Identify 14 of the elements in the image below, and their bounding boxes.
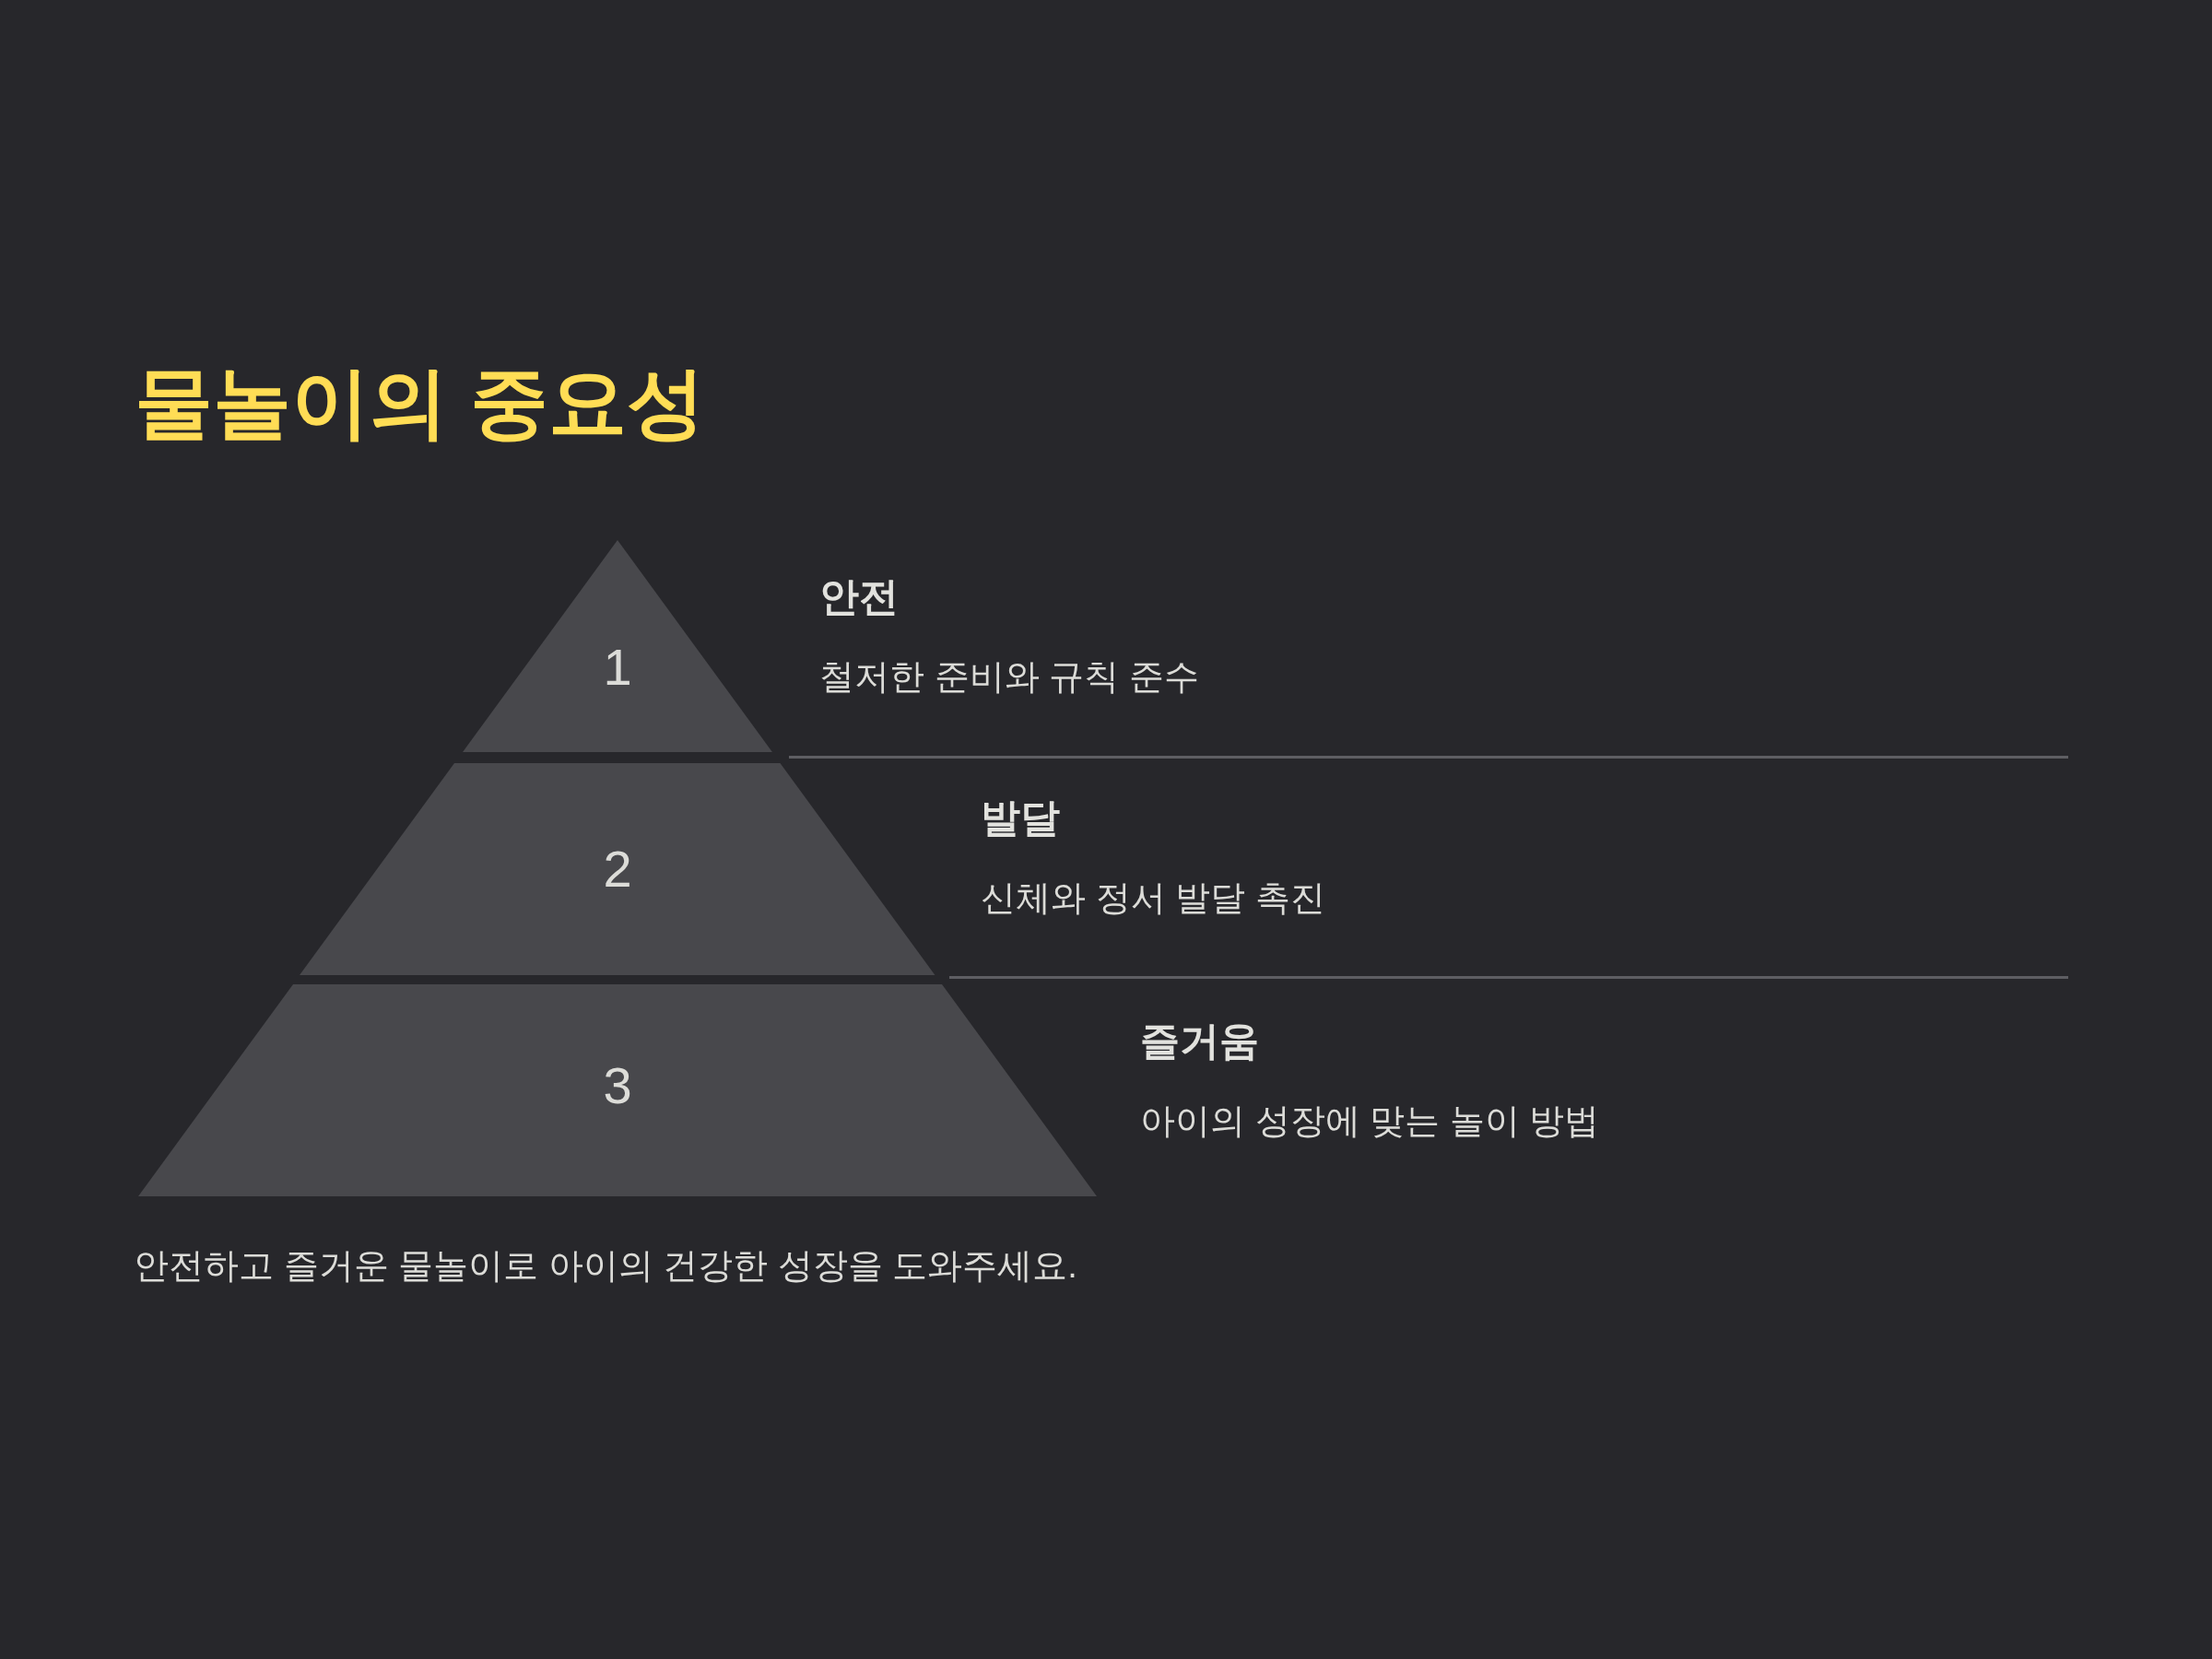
tier-description: 신체와 정서 발달 촉진: [981, 879, 1325, 918]
tier-number: 2: [603, 843, 632, 895]
tier-heading: 즐거움: [1140, 1019, 1259, 1064]
tier-heading: 안전: [819, 575, 899, 619]
slide-title: 물놀이의 중요성: [135, 359, 705, 446]
tier-heading: 발달: [981, 796, 1060, 841]
tier-description: 아이의 성장에 맞는 놀이 방법: [1140, 1102, 1600, 1141]
tier-number: 1: [603, 641, 632, 693]
tier-number: 3: [603, 1060, 632, 1112]
pyramid-tier: [138, 984, 1097, 1196]
caption-text: 안전하고 즐거운 물놀이로 아이의 건강한 성장을 도와주세요.: [134, 1247, 1077, 1286]
tier-description: 철저한 준비와 규칙 준수: [819, 658, 1199, 697]
pyramid-tier: [463, 540, 772, 752]
pyramid-tier: [300, 763, 935, 975]
